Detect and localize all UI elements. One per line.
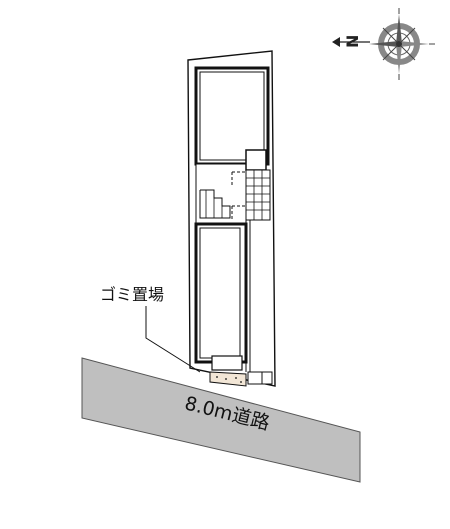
stair-hall — [195, 163, 247, 225]
garbage-area — [209, 371, 247, 387]
entrance-structure — [211, 355, 273, 385]
garbage-area-callout: ゴミ置場 — [100, 285, 201, 373]
garbage-area-label: ゴミ置場 — [100, 285, 164, 304]
north-arrow-compass-icon: N — [332, 8, 435, 80]
building-lower — [194, 222, 248, 364]
north-letter: N — [343, 35, 362, 48]
building-upper — [194, 66, 270, 166]
exterior-stair-grid — [245, 149, 271, 221]
